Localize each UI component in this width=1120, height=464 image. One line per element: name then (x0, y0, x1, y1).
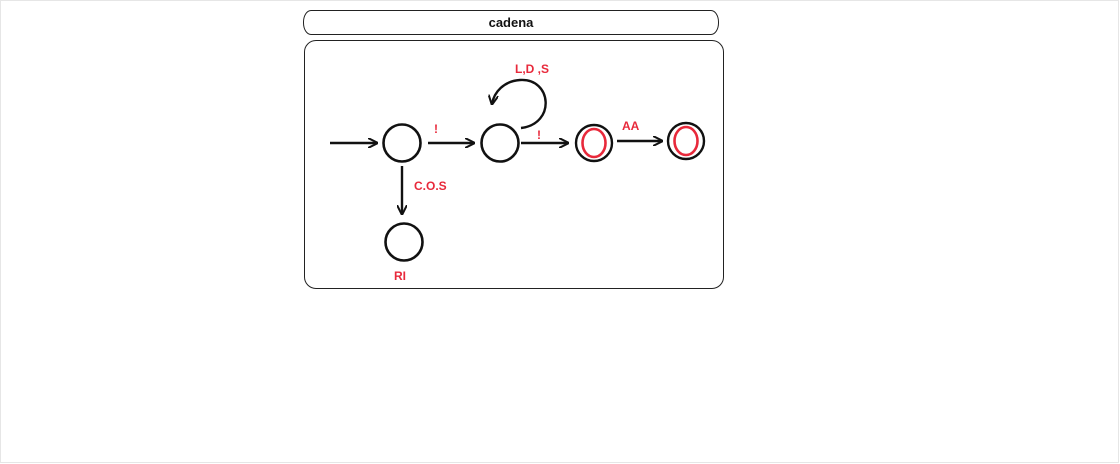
edge-loop-q1 (492, 78, 547, 130)
label-q0-q1: ! (434, 122, 438, 136)
label-q2-q3: AA (622, 119, 640, 133)
label-q0-q4: C.O.S (414, 179, 447, 193)
label-q1-q2: ! (537, 128, 541, 142)
state-q1 (480, 123, 520, 163)
label-loop-q1: L,D ,S (515, 62, 549, 76)
label-state-q4: RI (394, 269, 406, 283)
diagram-title: cadena (488, 15, 534, 30)
state-q4 (384, 222, 424, 262)
state-q0 (382, 123, 422, 163)
state-q2-accepting (574, 123, 614, 163)
state-q3-accepting (666, 121, 706, 161)
title-bar: cadena (303, 10, 719, 35)
